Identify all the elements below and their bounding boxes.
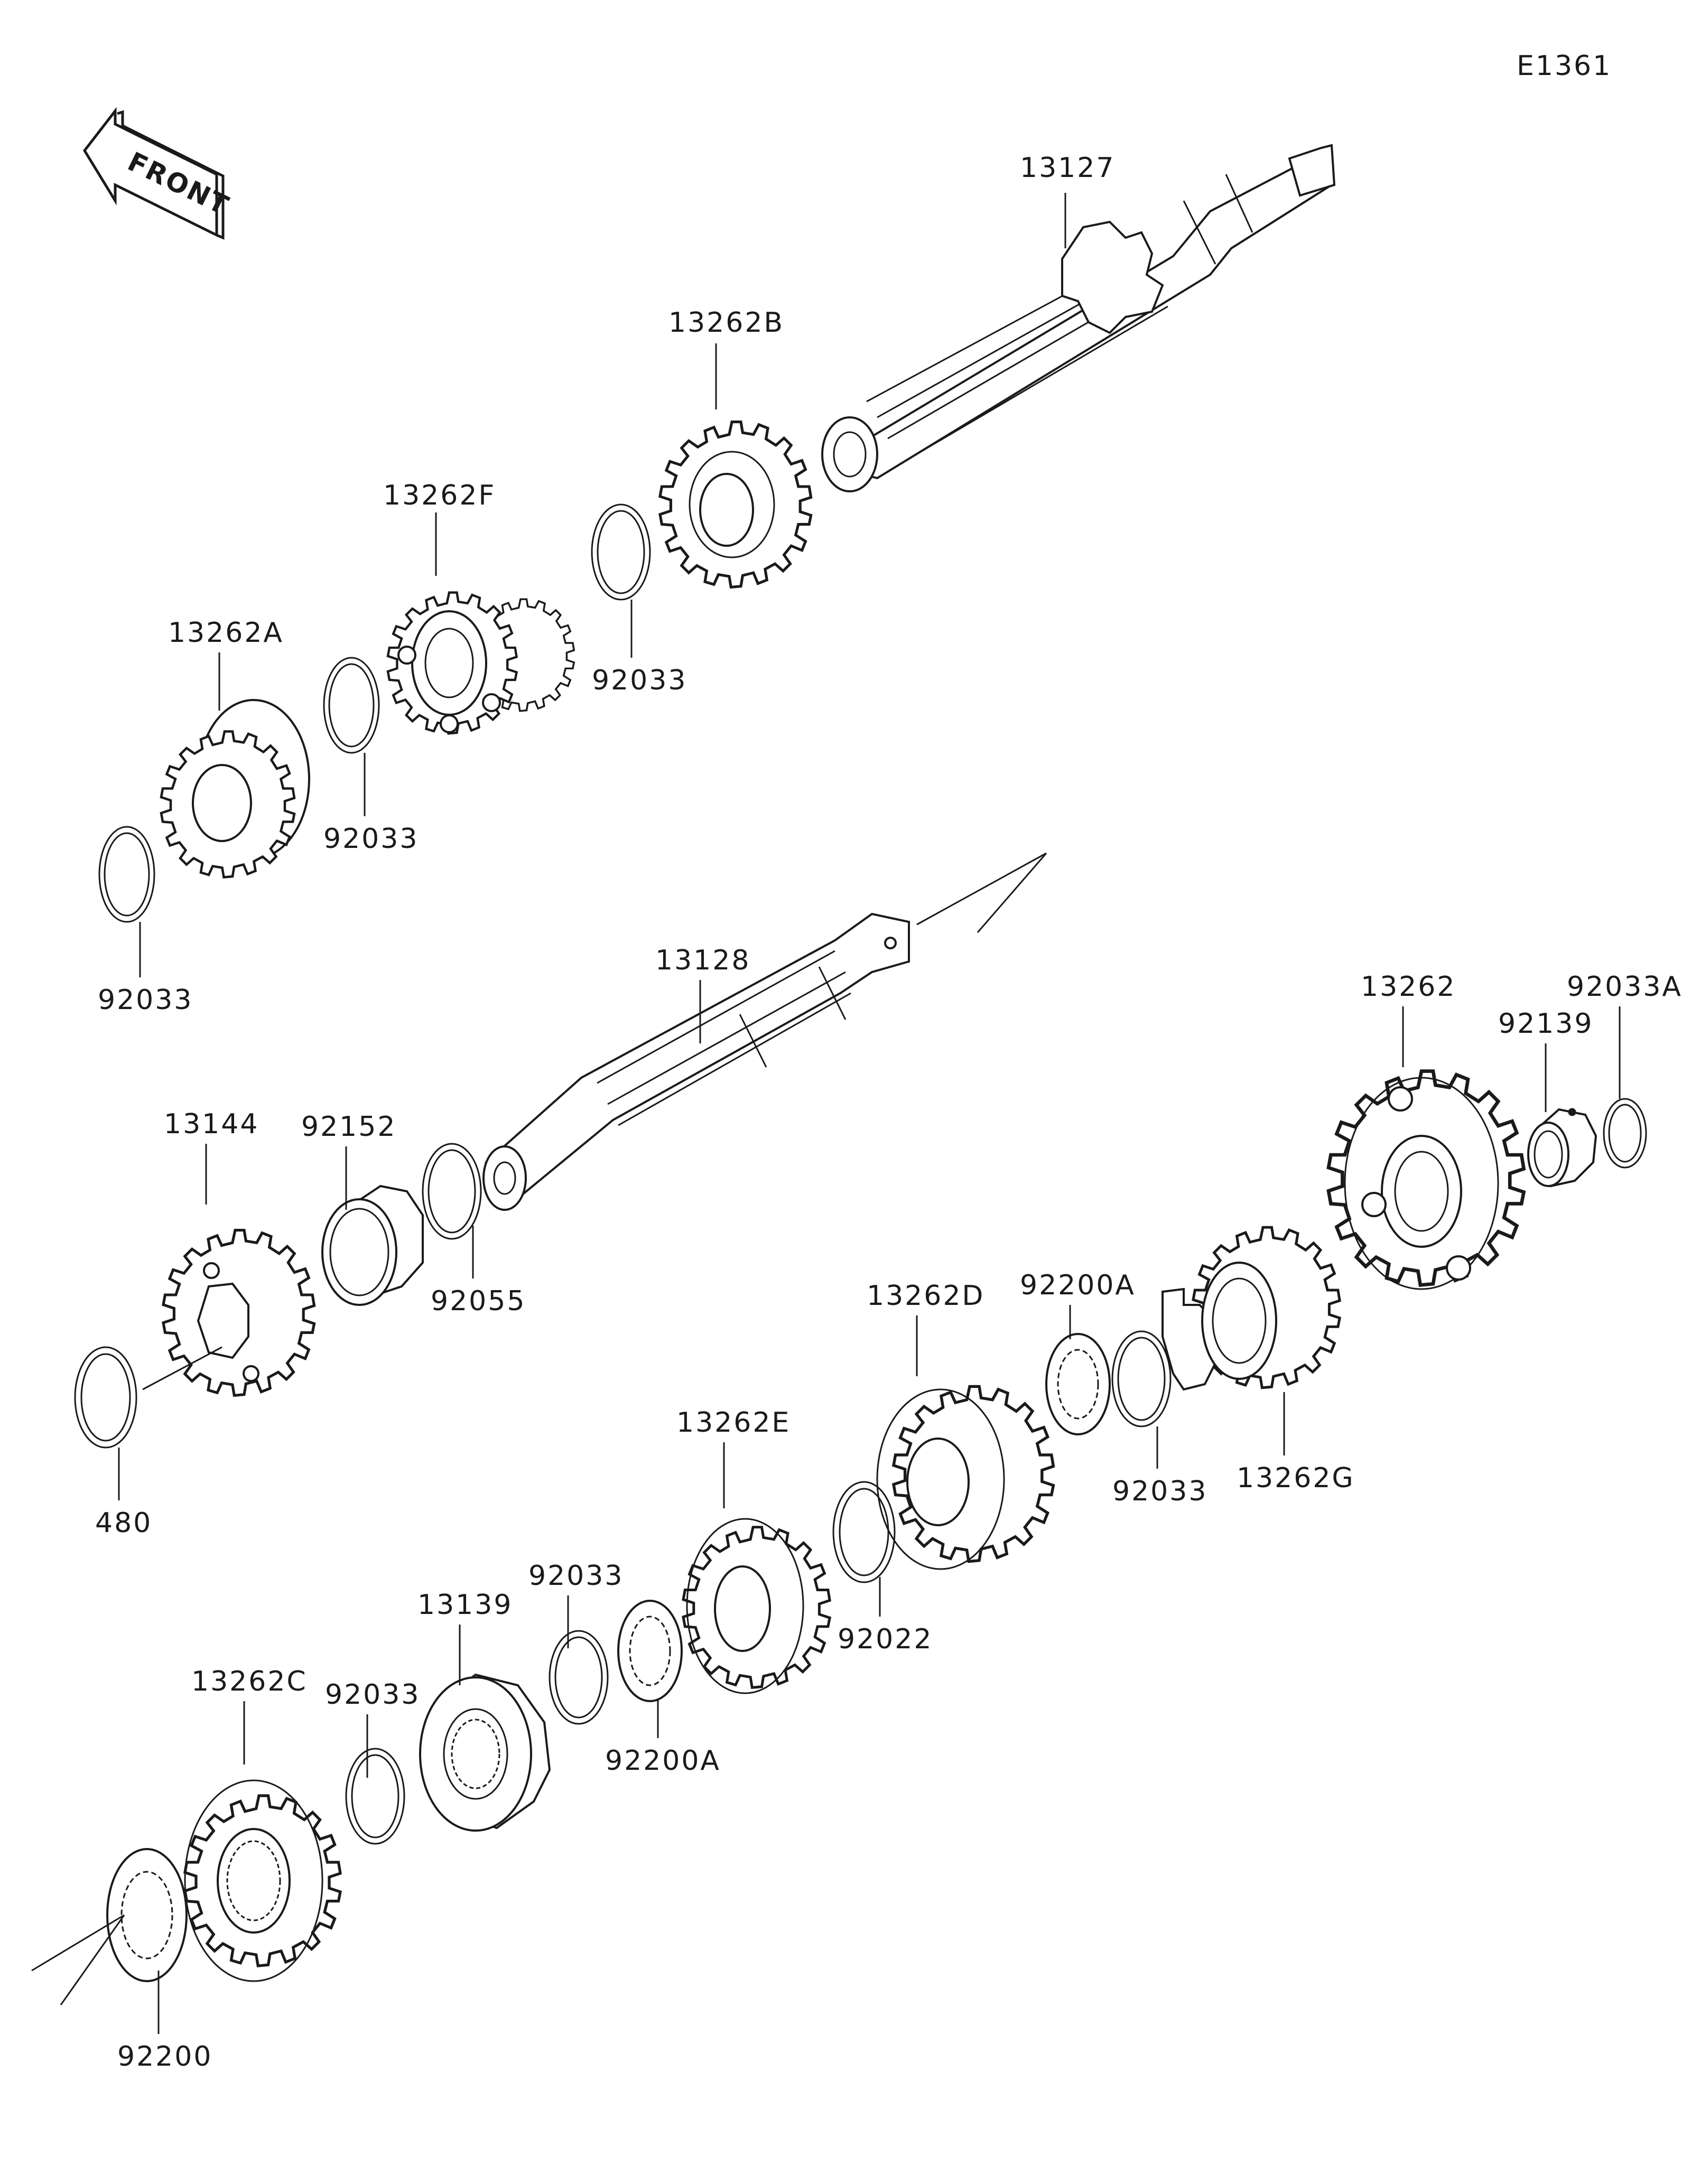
circlip-92033-mid [323, 657, 380, 754]
gear-13262B [660, 422, 811, 587]
label-13262D: 13262D [867, 1280, 984, 1312]
circlip-92033-left [98, 826, 155, 923]
circlip-92033-lower [549, 1630, 609, 1725]
washer-92200 [106, 1848, 188, 1982]
sprocket-13144 [163, 1230, 314, 1396]
washer-92200A-left [617, 1600, 683, 1702]
label-13262A: 13262A [168, 617, 284, 649]
gear-13262 [1328, 1071, 1524, 1290]
label-480: 480 [95, 1507, 152, 1539]
collar-13139 [419, 1673, 551, 1832]
label-13127: 13127 [1020, 152, 1115, 184]
oring-92055 [422, 1143, 482, 1240]
label-92200: 92200 [117, 2041, 212, 2073]
diagram-code: E1361 [1517, 50, 1612, 82]
label-92022: 92022 [838, 1623, 933, 1655]
circlip-480 [74, 1346, 222, 1449]
label-92033-lower-left: 92033 [325, 1679, 420, 1711]
label-92033-mid: 92033 [323, 823, 419, 855]
gear-13262E [683, 1518, 830, 1694]
circlip-92033-lower-left [345, 1748, 405, 1845]
label-13262F: 13262F [383, 480, 496, 511]
ring-92022 [832, 1481, 896, 1583]
label-92152: 92152 [301, 1111, 396, 1143]
label-13139: 13139 [417, 1589, 513, 1621]
gear-13262G [1162, 1227, 1340, 1391]
collar-92152 [321, 1184, 424, 1306]
label-92200A-left: 92200A [605, 1745, 721, 1777]
bushing-92139 [1527, 1108, 1597, 1188]
gear-13262A [161, 699, 310, 878]
label-92139: 92139 [1498, 1008, 1593, 1040]
label-92033-lower: 92033 [528, 1560, 624, 1592]
assembly-centerline-bottom [31, 1914, 125, 2005]
label-13262C: 13262C [191, 1666, 308, 1697]
label-92033-left: 92033 [98, 984, 193, 1016]
shaft-13127 [821, 144, 1336, 492]
label-92033-top: 92033 [592, 665, 687, 696]
gear-13262C [185, 1779, 340, 1982]
circlip-92033-top [591, 503, 651, 601]
label-92200A-right: 92200A [1020, 1270, 1136, 1301]
label-92033-right: 92033 [1112, 1476, 1207, 1507]
front-arrow-icon: FRONT [82, 107, 234, 240]
label-92033A: 92033A [1567, 971, 1683, 1003]
label-92055: 92055 [431, 1285, 526, 1317]
shaft-13128 [482, 912, 910, 1211]
gear-13262D [876, 1386, 1053, 1570]
assembly-centerline [916, 852, 1047, 933]
label-13128: 13128 [655, 945, 750, 976]
circlip-92033-right [1111, 1330, 1172, 1427]
label-13144: 13144 [164, 1108, 259, 1140]
label-13262E: 13262E [676, 1407, 791, 1439]
washer-92200A-right [1045, 1333, 1111, 1435]
circlip-92033A [1603, 1098, 1647, 1169]
label-13262G: 13262G [1237, 1462, 1355, 1494]
label-13262: 13262 [1361, 971, 1456, 1003]
gear-13262F [388, 593, 574, 734]
label-13262B: 13262B [668, 307, 784, 339]
